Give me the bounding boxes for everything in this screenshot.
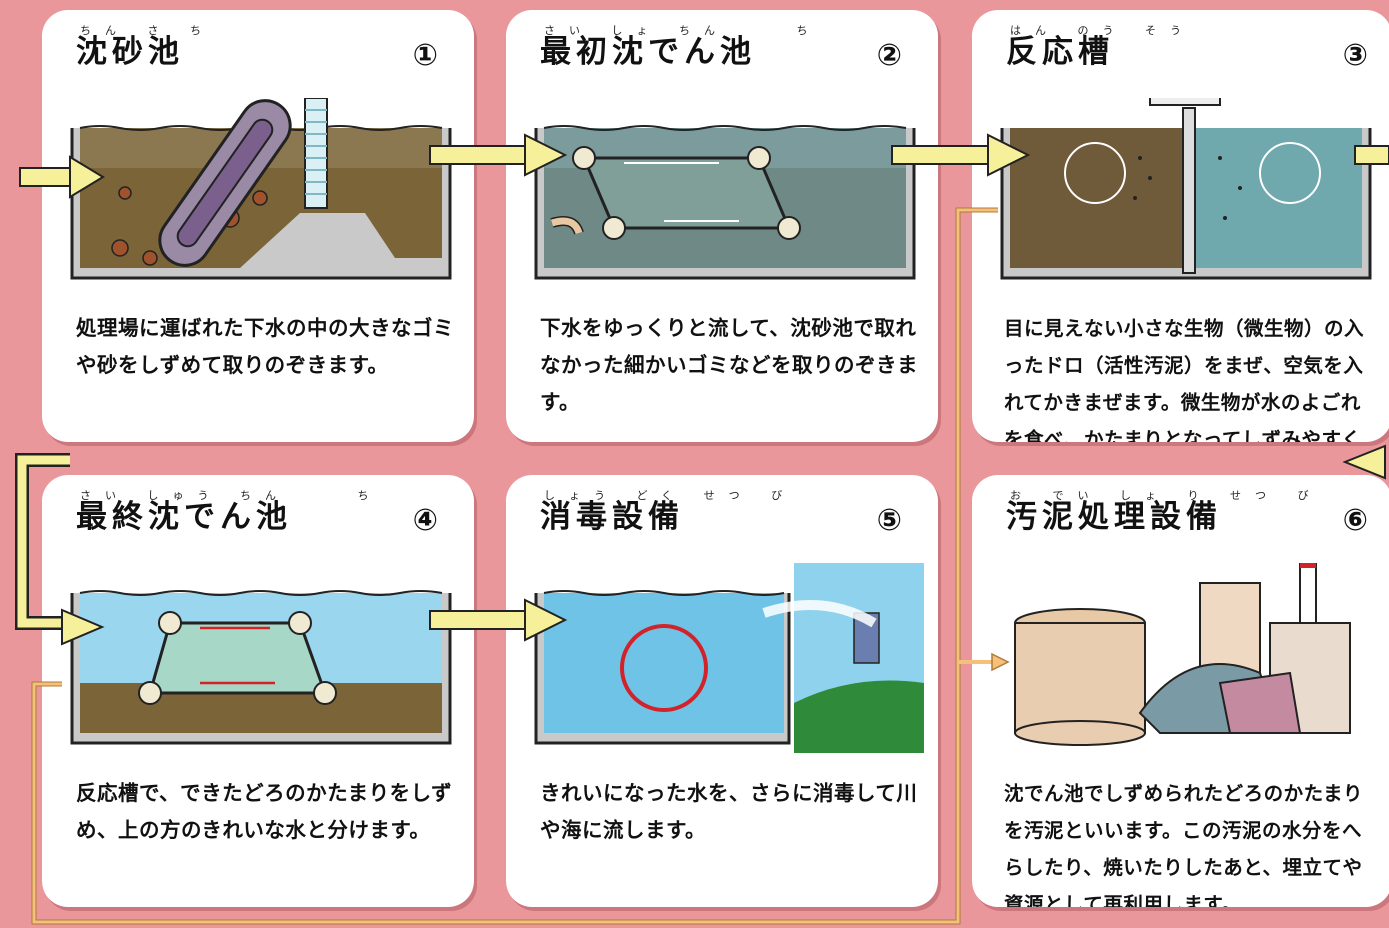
card-title: 最初沈でん池	[540, 34, 756, 70]
title-ruby: さい しゅう ちん ち	[80, 489, 383, 502]
card-description: 処理場に運ばれた下水の中の大きなゴミや砂をしずめて取りのぞきます。	[76, 316, 454, 377]
title-ruby: お でい しょ り せつ び	[1010, 489, 1323, 502]
card-grit-chamber: ちん さ ち 沈砂池 ① 処理場に運ばれた下水の中の大きなゴミや砂をしずめて取り…	[42, 10, 474, 442]
card-title: 沈砂池	[76, 34, 184, 70]
card-description: 沈でん池でしずめられたどろのかたまりを汚泥といいます。この汚泥の水分をへらしたり…	[1004, 782, 1364, 907]
step-number: ①	[412, 38, 438, 73]
step-number: ⑤	[876, 503, 902, 538]
title-block: しょう どく せつ び 消毒設備	[540, 487, 796, 534]
primary-settling-illustration	[534, 125, 916, 280]
sludge-facility-illustration	[1014, 563, 1351, 746]
reaction-tank-illustration	[1000, 98, 1372, 280]
flow-arrow-3-outlet	[1354, 145, 1389, 165]
flow-arrow-1-to-2	[429, 133, 568, 177]
step-number: ④	[412, 503, 438, 538]
title-block: ちん さ ち 沈砂池	[76, 22, 215, 69]
title-block: さい しゅう ちん ち 最終沈でん池	[76, 487, 383, 534]
flow-pipe-3-to-4	[15, 453, 105, 646]
title-block: さい しょ ちん ち 最初沈でん池	[540, 22, 822, 69]
final-settling-illustration	[70, 590, 452, 745]
card-primary-settling-tank: さい しょ ちん ち 最初沈でん池 ② 下水をゆっくりと流して、沈砂池で取れなか…	[506, 10, 938, 442]
disinfection-illustration	[534, 563, 924, 753]
title-block: お でい しょ り せつ び 汚泥処理設備	[1006, 487, 1322, 534]
card-title: 汚泥処理設備	[1006, 499, 1222, 535]
title-ruby: はん のう そう	[1010, 24, 1195, 37]
card-description: きれいになった水を、さらに消毒して川や海に流します。	[540, 781, 918, 842]
card-title: 最終沈でん池	[76, 499, 292, 535]
title-ruby: しょう どく せつ び	[544, 489, 797, 502]
card-sludge-treatment-facility: お でい しょ り せつ び 汚泥処理設備 ⑥ 沈でん池でしずめられたどろのかた…	[972, 475, 1389, 907]
flow-arrow-inlet	[19, 155, 105, 199]
grit-chamber-illustration	[70, 98, 452, 280]
card-description: 目に見えない小さな生物（微生物）の入ったドロ（活性汚泥）をまぜ、空気を入れてかき…	[1004, 317, 1365, 442]
card-disinfection-facility: しょう どく せつ び 消毒設備 ⑤ きれいになった水を、さらに消毒して川や海に…	[506, 475, 938, 907]
card-description: 下水をゆっくりと流して、沈砂池で取れなかった細かいゴミなどを取りのぞきます。	[540, 316, 918, 414]
card-description: 反応槽で、できたどろのかたまりをしずめ、上の方のきれいな水と分けます。	[76, 781, 453, 842]
title-block: はん のう そう 反応槽	[1006, 22, 1195, 69]
card-reaction-tank: はん のう そう 反応槽 ③ 目に見えない小さな生物（微生物）の入ったドロ（活性…	[972, 10, 1389, 442]
title-ruby: さい しょ ちん ち	[544, 24, 822, 37]
step-number: ②	[876, 38, 902, 73]
step-number: ③	[1342, 38, 1368, 73]
flow-arrow-return-right	[1342, 444, 1386, 480]
step-number: ⑥	[1342, 503, 1368, 538]
flow-arrow-2-to-3	[891, 133, 1031, 177]
title-ruby: ちん さ ち	[80, 24, 215, 37]
card-title: 反応槽	[1006, 34, 1114, 70]
sludge-return-pipe	[31, 207, 1010, 925]
card-final-settling-tank: さい しゅう ちん ち 最終沈でん池 ④ 反応槽で、できたどろのかたまりをしずめ…	[42, 475, 474, 907]
card-title: 消毒設備	[540, 499, 684, 535]
flow-arrow-4-to-5	[429, 598, 568, 642]
